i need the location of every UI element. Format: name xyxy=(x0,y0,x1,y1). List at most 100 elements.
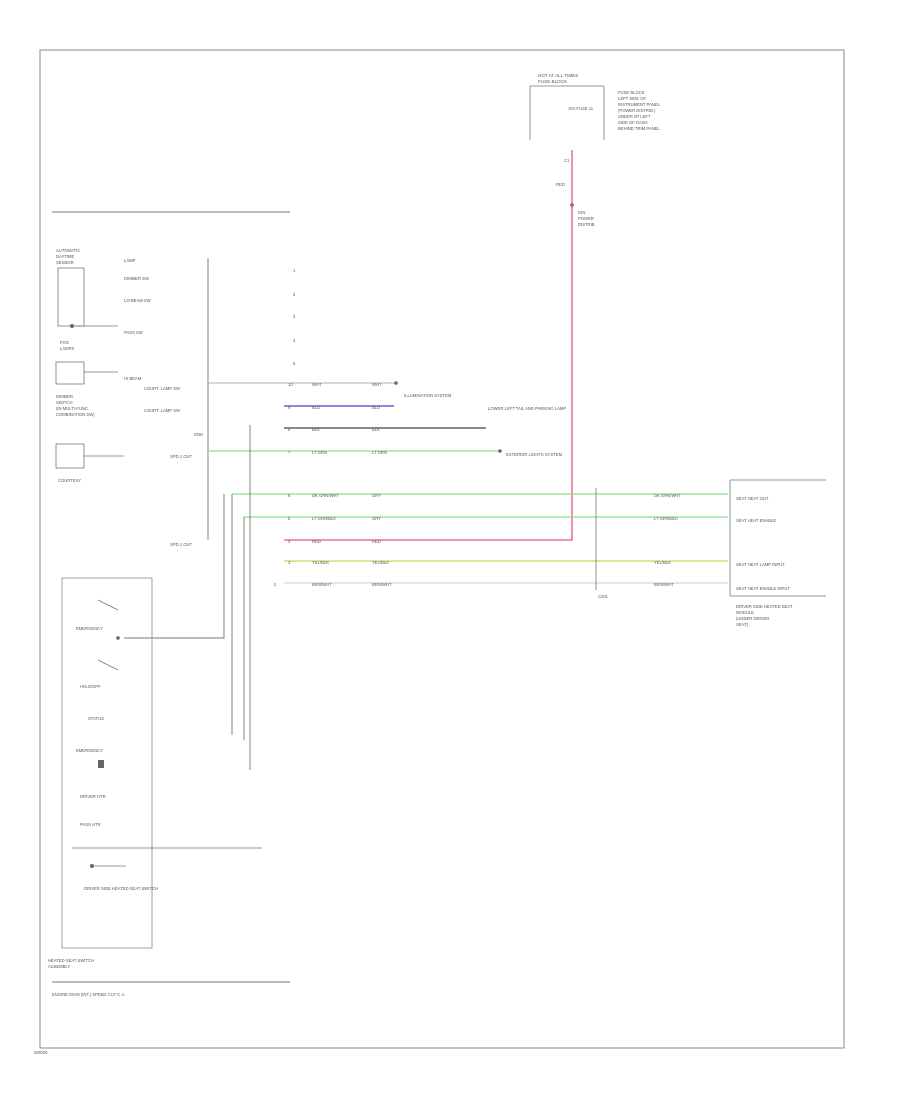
svg-text:BRN/WHT: BRN/WHT xyxy=(654,582,674,587)
svg-text:3: 3 xyxy=(288,560,291,565)
svg-text:(IN MULTI-FUNC.: (IN MULTI-FUNC. xyxy=(56,406,89,411)
svg-text:WHT: WHT xyxy=(372,382,382,387)
svg-text:RED: RED xyxy=(312,539,321,544)
svg-text:UNDER I/P LEFT: UNDER I/P LEFT xyxy=(618,114,651,119)
wire-row: 3 YEL/BLK YEL/BLK YEL/BLK xyxy=(284,560,728,565)
fuse-wire-color: RED xyxy=(556,182,565,187)
svg-text:SEAT HEAT ENABLE: SEAT HEAT ENABLE xyxy=(736,518,776,523)
wire-row: 4 RED RED xyxy=(288,539,381,544)
svg-text:9: 9 xyxy=(288,405,291,410)
svg-text:YEL/BLK: YEL/BLK xyxy=(654,560,671,565)
svg-text:YEL/BLK: YEL/BLK xyxy=(312,560,329,565)
svg-text:4: 4 xyxy=(288,539,291,544)
svg-text:ASSEMBLY: ASSEMBLY xyxy=(48,964,70,969)
svg-text:DK GRN/WHT: DK GRN/WHT xyxy=(654,493,681,498)
svg-text:IGN: IGN xyxy=(578,210,585,215)
right-seat-module: C201 SEAT HEAT OUT SEAT HEAT ENABLE SEAT… xyxy=(595,479,826,627)
svg-text:LT GRN: LT GRN xyxy=(312,450,327,455)
svg-text:BRN/WHT: BRN/WHT xyxy=(312,582,332,587)
svg-text:SEAT HEAT OUT: SEAT HEAT OUT xyxy=(736,496,769,501)
svg-text:SEAT HEAT LAMP INPUT: SEAT HEAT LAMP INPUT xyxy=(736,562,785,567)
diagram-frame xyxy=(39,49,845,1049)
switch-feed-wire xyxy=(124,494,225,639)
svg-text:BLK: BLK xyxy=(312,427,320,432)
svg-text:DK GRN/WHT: DK GRN/WHT xyxy=(312,493,339,498)
svg-text:2: 2 xyxy=(274,582,277,587)
wire-row: 5 LT GRN/BLK GRY LT GRN/BLK xyxy=(244,516,728,521)
svg-text:PASS SW: PASS SW xyxy=(124,330,143,335)
svg-text:COURT. LAMP SW: COURT. LAMP SW xyxy=(144,386,180,391)
fuse-header: HOT AT ALL TIMES xyxy=(538,73,578,78)
svg-text:SENSOR: SENSOR xyxy=(56,260,74,265)
fuse-pin: C1 xyxy=(564,158,570,163)
svg-text:LO-BEAM SW: LO-BEAM SW xyxy=(124,298,151,303)
svg-text:2: 2 xyxy=(293,292,296,297)
connector-pins: 1 2 3 4 5 xyxy=(293,268,296,366)
svg-text:BLU: BLU xyxy=(312,405,320,410)
svg-text:LT GRN: LT GRN xyxy=(372,450,387,455)
wire-row: 7 LT GRN LT GRN EXTERIOR LIGHTS SYSTEM xyxy=(208,449,563,457)
svg-text:LT GRN/BLK: LT GRN/BLK xyxy=(312,516,336,521)
svg-text:EMERGENCY: EMERGENCY xyxy=(76,748,103,753)
svg-text:BLU: BLU xyxy=(372,405,380,410)
svg-text:BEHIND TRIM PANEL: BEHIND TRIM PANEL xyxy=(618,126,660,131)
svg-text:GRY: GRY xyxy=(372,493,381,498)
svg-text:7: 7 xyxy=(288,450,291,455)
wire-row: 9 BLU BLU xyxy=(284,405,394,410)
svg-text:BLK: BLK xyxy=(372,427,380,432)
fuse-label: 10A FUSE 11 xyxy=(568,106,594,111)
fuse-description: FUSE BLOCK LEFT SIDE OF INSTRUMENT PANEL… xyxy=(618,90,661,131)
svg-text:DIMMER: DIMMER xyxy=(56,394,73,399)
svg-text:HI/LO/OFF: HI/LO/OFF xyxy=(80,684,101,689)
svg-text:GRY: GRY xyxy=(372,516,381,521)
svg-text:FUSE BLOCK: FUSE BLOCK xyxy=(618,90,645,95)
svg-text:10: 10 xyxy=(288,382,293,387)
svg-text:(POWER DISTRIB.): (POWER DISTRIB.) xyxy=(618,108,656,113)
svg-text:WHT: WHT xyxy=(312,382,322,387)
svg-text:1: 1 xyxy=(293,268,296,273)
svg-text:GND: GND xyxy=(194,432,203,437)
svg-text:DRIVER SIDE HEATED SEAT: DRIVER SIDE HEATED SEAT xyxy=(736,604,793,609)
svg-text:BRN/WHT: BRN/WHT xyxy=(372,582,392,587)
svg-text:COMBINATION SW): COMBINATION SW) xyxy=(56,412,95,417)
svg-text:3: 3 xyxy=(293,314,296,319)
svg-text:RED: RED xyxy=(372,539,381,544)
svg-text:EXTERIOR LIGHTS SYSTEM: EXTERIOR LIGHTS SYSTEM xyxy=(506,452,563,457)
svg-text:LT GRN/BLK: LT GRN/BLK xyxy=(654,516,678,521)
left-sensor-module: AUTOMATIC DAYTIME SENSOR FOG LAMPS DIMME… xyxy=(55,248,209,547)
svg-text:SIDE OF DASH: SIDE OF DASH xyxy=(618,120,648,125)
wire-row: 8 BLK BLK LOWER LEFT TAIL AND PARKING LA… xyxy=(284,406,566,432)
svg-text:DIMMER SW: DIMMER SW xyxy=(124,276,149,281)
svg-text:SEAT HEAT ENABLE INPUT: SEAT HEAT ENABLE INPUT xyxy=(736,586,790,591)
courtesy-label: COURTESY xyxy=(58,478,81,483)
svg-text:SPD 1 OUT: SPD 1 OUT xyxy=(170,454,193,459)
wire-row: 10 WHT WHT ILLUMINATION SYSTEM xyxy=(208,381,452,398)
wire-row: 6 DK GRN/WHT GRY DK GRN/WHT xyxy=(232,493,728,498)
svg-text:ILLUMINATION SYSTEM: ILLUMINATION SYSTEM xyxy=(404,393,452,398)
fuse-subheader: FUSE BLOCK xyxy=(538,79,568,84)
svg-text:DAYTIME: DAYTIME xyxy=(56,254,75,259)
svg-text:COURT. LAMP SW: COURT. LAMP SW xyxy=(144,408,180,413)
red-power-wire xyxy=(284,150,573,541)
svg-text:6: 6 xyxy=(288,493,291,498)
svg-text:STATUS: STATUS xyxy=(88,716,104,721)
svg-text:5: 5 xyxy=(293,361,296,366)
svg-text:SEAT): SEAT) xyxy=(736,622,749,627)
svg-text:EMERGENCY: EMERGENCY xyxy=(76,626,103,631)
figure-id: W0000 xyxy=(34,1050,48,1055)
fuse-block: HOT AT ALL TIMES FUSE BLOCK 10A FUSE 11 … xyxy=(529,73,661,227)
svg-text:LAMPS: LAMPS xyxy=(60,346,74,351)
svg-text:SPD 1 OUT: SPD 1 OUT xyxy=(170,542,193,547)
svg-text:INSTRUMENT PANEL: INSTRUMENT PANEL xyxy=(618,102,661,107)
svg-text:C201: C201 xyxy=(598,594,609,599)
svg-text:4: 4 xyxy=(293,338,296,343)
svg-text:LOWER LEFT TAIL AND PARKING LA: LOWER LEFT TAIL AND PARKING LAMP xyxy=(488,406,566,411)
svg-text:DRIVER SIDE HEATED SEAT SWITCH: DRIVER SIDE HEATED SEAT SWITCH xyxy=(84,886,158,891)
svg-text:DRIVER HTR: DRIVER HTR xyxy=(80,794,106,799)
svg-text:5: 5 xyxy=(288,516,291,521)
svg-text:DISTRIB.: DISTRIB. xyxy=(578,222,596,227)
svg-text:LAMP: LAMP xyxy=(124,258,136,263)
svg-text:PASS HTR: PASS HTR xyxy=(80,822,101,827)
wire-row: 2 BRN/WHT BRN/WHT BRN/WHT xyxy=(274,582,728,587)
svg-text:MODULE: MODULE xyxy=(736,610,754,615)
